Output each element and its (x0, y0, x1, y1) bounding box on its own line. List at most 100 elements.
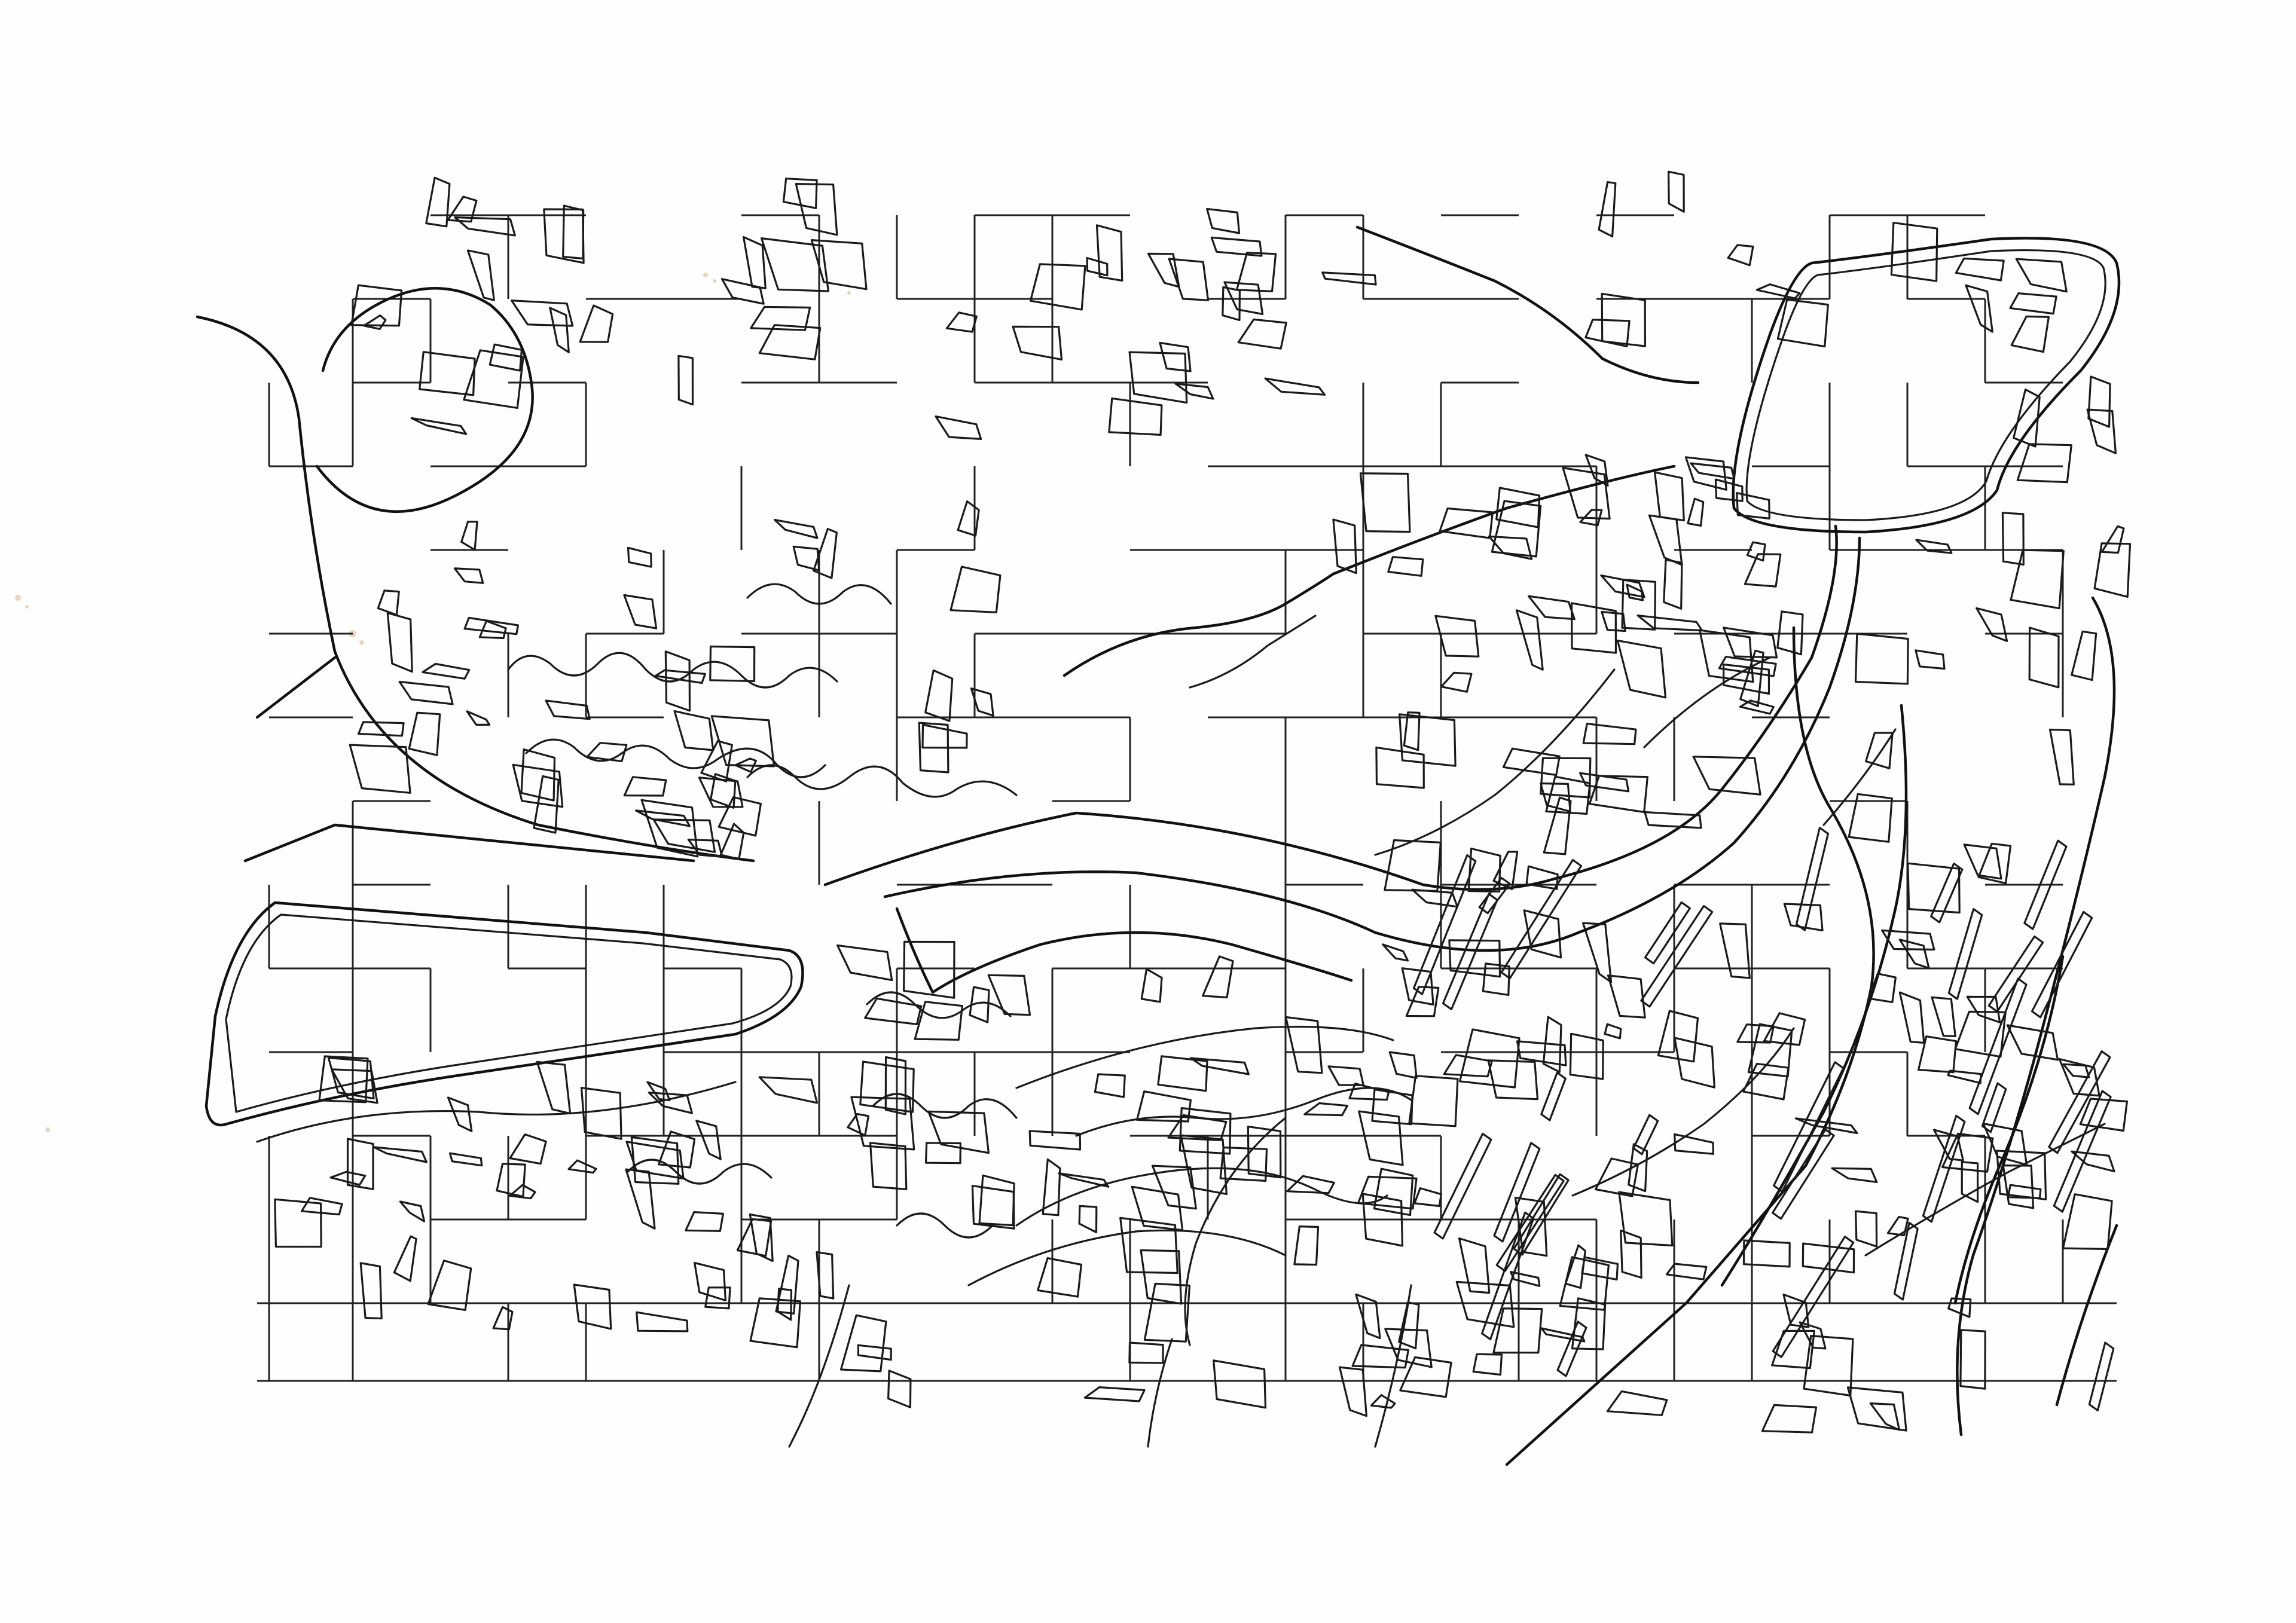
parcel (318, 1055, 369, 1104)
parcel (1579, 772, 1630, 793)
parcel (1355, 1293, 1381, 1340)
parcel (327, 1056, 375, 1100)
parcel (782, 178, 818, 209)
parcel (1977, 842, 2012, 885)
parcel (1621, 579, 1656, 631)
parcel (1213, 1359, 1267, 1409)
parcel (918, 722, 949, 774)
left-bank-curve (196, 315, 755, 863)
parcel (758, 324, 822, 360)
parcel (1284, 1016, 1323, 1074)
parcel (1375, 746, 1425, 789)
parcel (2093, 542, 2132, 598)
parcel (857, 1344, 892, 1361)
parcel (1996, 1150, 2047, 1200)
parcel (586, 742, 628, 762)
parcel (1674, 1133, 1714, 1155)
diagonal-sliver (2088, 1341, 2115, 1411)
parcel (1159, 341, 1192, 372)
parcel (1742, 1062, 1790, 1101)
parcel (652, 818, 716, 853)
parcel (1620, 1229, 1642, 1279)
parcel (1601, 292, 1646, 347)
parcel (2010, 549, 2065, 610)
river-band-lower (895, 907, 1353, 994)
parcel (1482, 962, 1510, 996)
parcel (1783, 903, 1824, 931)
parcel (1408, 1075, 1459, 1127)
parcel (454, 216, 516, 237)
diagonal-sliver (1412, 854, 1477, 995)
parcel (1803, 1335, 1854, 1397)
parcel (1569, 1032, 1604, 1080)
parcel (1458, 1028, 1521, 1089)
parcel (795, 183, 838, 236)
diagonal-sliver (1947, 908, 1983, 1000)
parcel (2013, 389, 2041, 448)
parcel (1332, 518, 1357, 574)
parcel (1636, 615, 1703, 632)
parcel (1564, 1244, 1586, 1289)
parcel (1881, 929, 1935, 951)
parcel (1359, 472, 1411, 533)
parcel (1746, 541, 1766, 562)
parcel (1907, 862, 1961, 914)
parcel (839, 1314, 887, 1373)
parcel (1440, 671, 1473, 693)
left-lake-inner (225, 913, 793, 1113)
parcel (1654, 471, 1685, 522)
diagonal-sliver (1987, 935, 2044, 1013)
parcel (1143, 1282, 1191, 1343)
parcel (646, 1081, 671, 1102)
left-lake-outline (204, 901, 804, 1127)
diagonal-sliver (1433, 1132, 1492, 1240)
parcel (718, 796, 762, 837)
parcel (698, 777, 744, 808)
parcel (466, 710, 491, 726)
parcel (1584, 454, 1609, 487)
parcel (1540, 782, 1571, 813)
basin-outline (315, 286, 534, 513)
parcel (704, 1286, 731, 1310)
parcel (758, 1076, 819, 1104)
parcel (1727, 244, 1754, 267)
parcel (1723, 626, 1778, 659)
parcel (1235, 252, 1277, 292)
parcel (734, 757, 757, 773)
parcel (1570, 602, 1617, 654)
diagonal-sliver (1773, 1061, 1845, 1193)
parcel (1598, 181, 1617, 238)
parcel (301, 1197, 343, 1216)
parcel (2015, 258, 2068, 293)
parcel (1140, 1249, 1183, 1305)
parcel (1037, 1257, 1082, 1298)
parcel (2071, 1150, 2115, 1173)
parcel (1119, 1217, 1178, 1274)
parcel (949, 566, 1002, 613)
parcel (2028, 626, 2060, 689)
parcel (549, 307, 570, 353)
parcel (1687, 497, 1705, 527)
parcel (1742, 1239, 1791, 1268)
parcel (1543, 796, 1572, 855)
parcel (1174, 383, 1214, 400)
parcel (1384, 839, 1442, 892)
parcel (478, 620, 507, 640)
parcel (2062, 1063, 2090, 1078)
parcel (1058, 1172, 1110, 1188)
parcel (924, 1142, 961, 1164)
parcel (386, 612, 413, 673)
parcel (422, 662, 471, 680)
parcel (677, 354, 694, 406)
parcel (1303, 1102, 1348, 1117)
parcel (884, 1056, 907, 1115)
parcel (1223, 281, 1264, 315)
parcel (410, 417, 468, 435)
parcel (685, 1211, 724, 1232)
parcel (1736, 492, 1770, 519)
parcel (1794, 1117, 1858, 1135)
parcel (1782, 1293, 1810, 1328)
diagonal-sliver (2031, 910, 2093, 1019)
parcel (1867, 973, 1897, 1003)
parcel (1488, 535, 1533, 560)
